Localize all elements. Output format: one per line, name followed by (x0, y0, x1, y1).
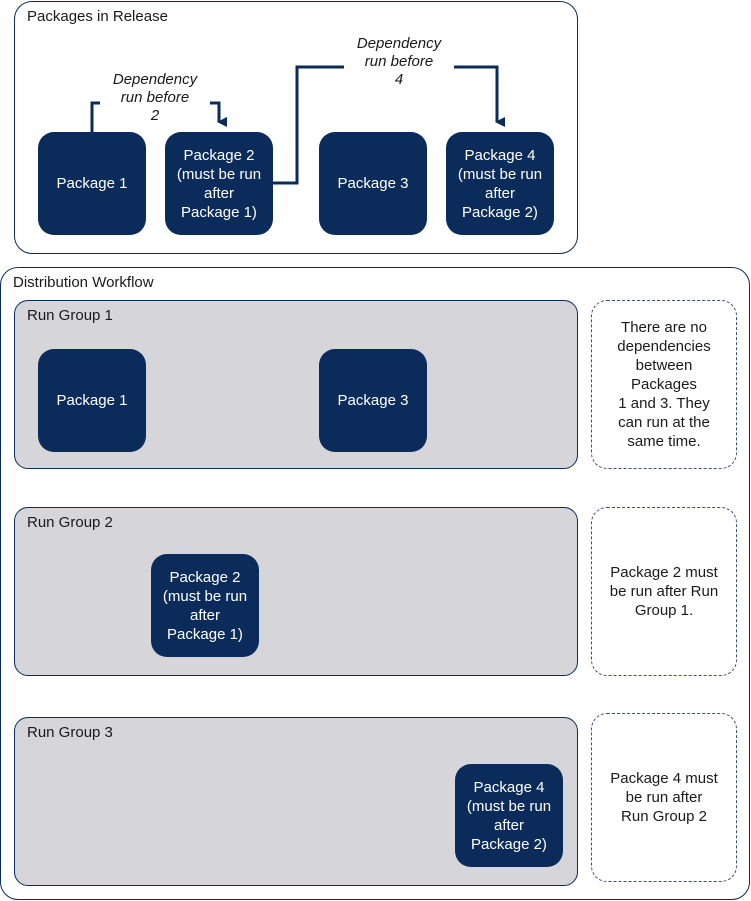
panel-title: Distribution Workflow (13, 274, 154, 291)
group-2-package-2: Package 2 (must be run after Package 1) (151, 554, 259, 657)
run-group-2-note: Package 2 must be run after Run Group 1. (591, 507, 737, 676)
release-package-3: Package 3 (319, 132, 427, 235)
run-group-title: Run Group 2 (27, 514, 113, 531)
group-3-package-4: Package 4 (must be run after Package 2) (455, 764, 563, 867)
group-1-package-3: Package 3 (319, 349, 427, 452)
group-1-package-1: Package 1 (38, 349, 146, 452)
run-group-1-note: There are no dependencies between Packag… (591, 300, 737, 469)
release-package-4: Package 4 (must be run after Package 2) (446, 132, 554, 235)
dependency-label-2: Dependency run before 4 (344, 35, 454, 89)
release-package-1: Package 1 (38, 132, 146, 235)
panel-title: Packages in Release (27, 8, 168, 25)
dependency-label-1: Dependency run before 2 (100, 71, 210, 125)
run-group-2: Run Group 2 (14, 507, 578, 676)
run-group-title: Run Group 1 (27, 307, 113, 324)
run-group-title: Run Group 3 (27, 724, 113, 741)
dependency-arrow-2-to-4 (273, 65, 505, 185)
run-group-3-note: Package 4 must be run after Run Group 2 (591, 713, 737, 882)
release-package-2: Package 2 (must be run after Package 1) (165, 132, 273, 235)
